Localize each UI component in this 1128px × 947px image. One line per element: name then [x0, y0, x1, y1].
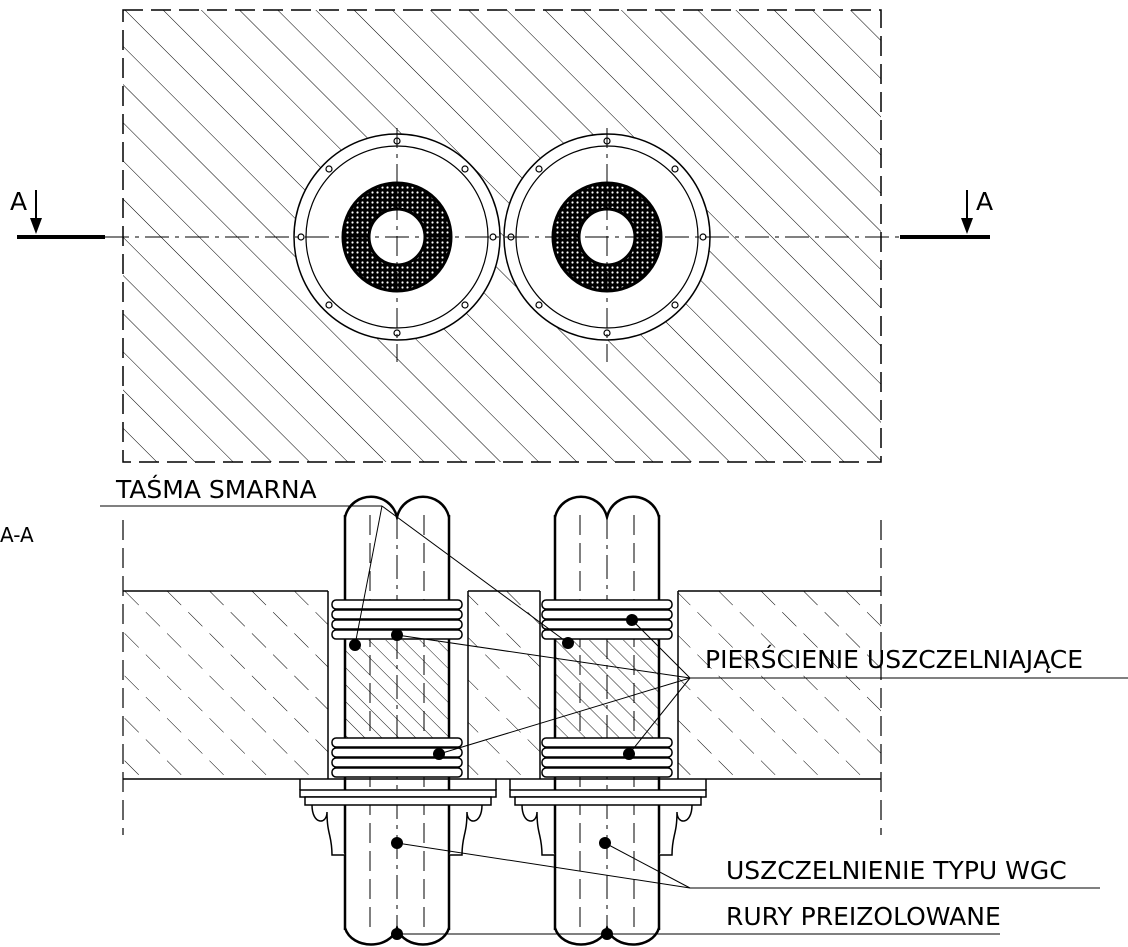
wall-plan-hatch — [123, 10, 881, 462]
leader-lines — [100, 505, 1128, 935]
section-view: A-A — [0, 474, 1128, 946]
section-letter-right: A — [976, 187, 993, 216]
label-pierscienie: PIERŚCIENIE USZCZELNIAJĄCE — [705, 644, 1083, 674]
wall-section — [123, 590, 881, 780]
section-marker-left: A — [10, 187, 105, 239]
pipe-assembly-left — [299, 495, 497, 946]
label-rury: RURY PREIZOLOWANE — [726, 902, 1001, 931]
label-tasma-smarna: TAŚMA SMARNA — [115, 474, 317, 504]
section-marker-right: A — [900, 187, 993, 239]
plan-view: A A — [10, 9, 993, 463]
wall-plan-outline — [122, 9, 882, 463]
section-letter-left: A — [10, 187, 27, 216]
pipe-assembly-right — [509, 495, 707, 946]
section-title: A-A — [0, 523, 34, 547]
label-uszczelnienie: USZCZELNIENIE TYPU WGC — [726, 856, 1067, 885]
